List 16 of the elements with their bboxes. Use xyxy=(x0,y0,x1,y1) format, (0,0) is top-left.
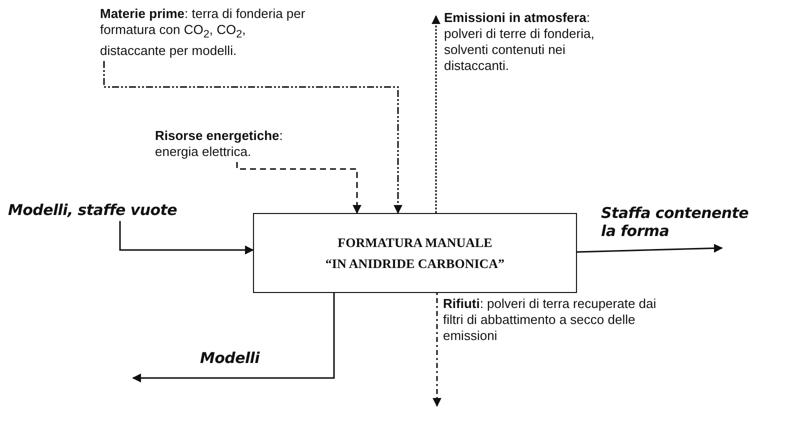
output-note: Rifiuti: polveri di terra recuperate dai filtri di abbattimento a secco delle emissioni xyxy=(443,296,678,344)
flow-label: Staffa contenente la forma xyxy=(601,204,766,240)
arrow xyxy=(132,293,335,382)
flow-label: Modelli xyxy=(200,349,280,367)
flow-label: Modelli, staffe vuote xyxy=(8,201,248,219)
process-title: FORMATURA MANUALE “IN ANIDRIDE CARBONICA” xyxy=(325,234,505,273)
arrow xyxy=(432,15,440,213)
arrow xyxy=(576,244,723,253)
input-note: Materie prime: terra di fonderia per formatura con CO$_{2}$, CO$_{2}$, distaccante per modelli. xyxy=(100,6,310,59)
arrow xyxy=(432,293,442,407)
arrow xyxy=(119,221,254,254)
arrow xyxy=(103,61,402,214)
arrow xyxy=(236,162,362,214)
output-note: Emissioni in atmosfera: polveri di terre di fonderia, solventi contenuti nei distaccanti. xyxy=(444,10,614,74)
process-box xyxy=(253,213,577,293)
input-note: Risorse energetiche: energia elettrica. xyxy=(155,128,295,160)
